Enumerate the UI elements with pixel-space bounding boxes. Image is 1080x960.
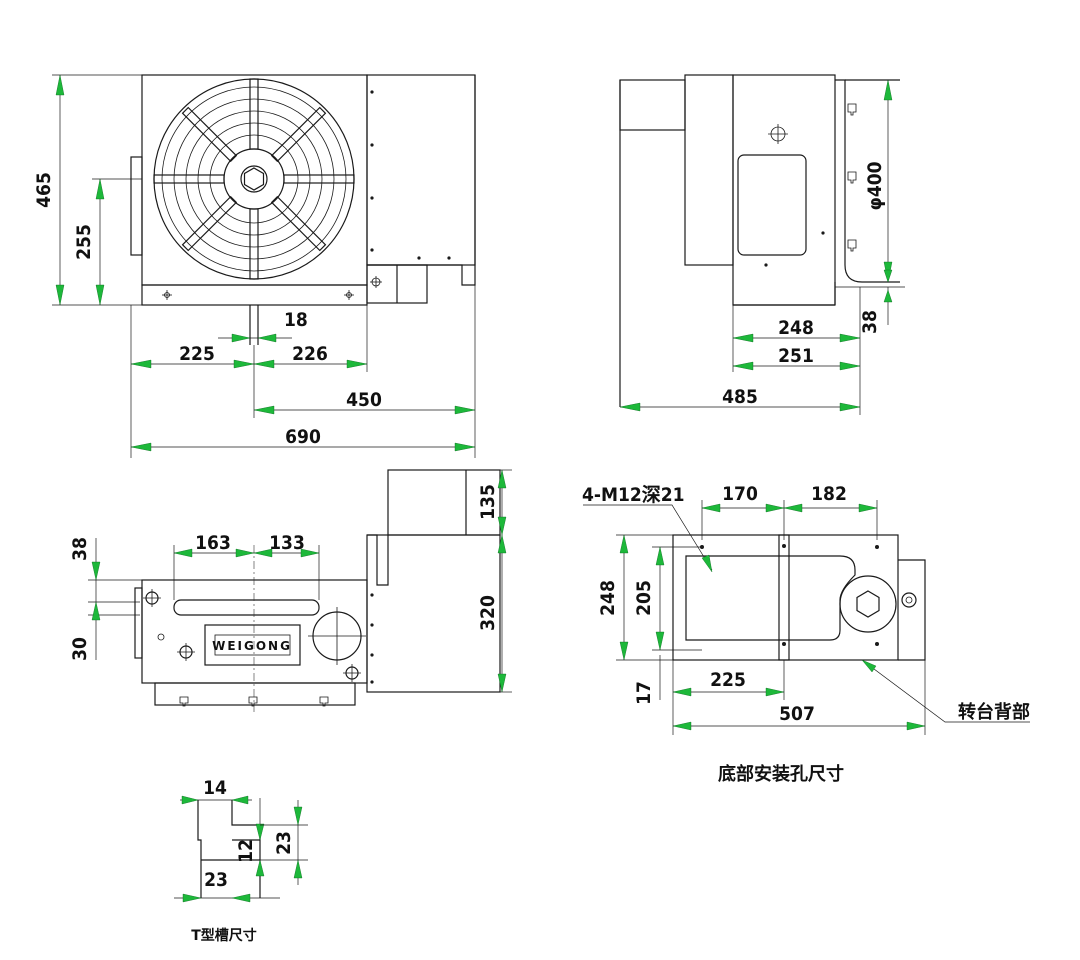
top-base — [154, 682, 356, 706]
side-tslot-marks — [847, 103, 857, 252]
dim-12: 12 — [235, 839, 257, 863]
faceplate-ring — [173, 98, 335, 260]
side-main-body — [732, 74, 836, 306]
top-body — [141, 579, 368, 684]
bottom-view: 4-M12深21 170 182 248 205 17 225 507 — [582, 483, 1030, 785]
dim-135: 135 — [477, 484, 499, 520]
dim-38-top: 38 — [69, 537, 91, 561]
dim-251: 251 — [778, 345, 814, 367]
front-view: 465 255 18 225 226 450 690 — [33, 74, 476, 458]
faceplate-t-slots — [153, 78, 355, 280]
dim-30-top: 30 — [69, 637, 91, 661]
nameplate-text: WEIGONG — [212, 639, 292, 653]
bottom-handwheel — [839, 575, 897, 633]
top-motor — [387, 469, 501, 536]
dim-507: 507 — [779, 703, 815, 725]
dim-38-side: 38 — [859, 310, 881, 334]
top-view: WEIGONG 163 133 38 30 — [69, 469, 512, 712]
front-housing-step — [367, 75, 476, 286]
dim-320: 320 — [477, 595, 499, 631]
side-faceplate-profile — [835, 79, 900, 283]
faceplate-outer-circle — [153, 78, 355, 280]
front-base-plate — [141, 284, 368, 306]
nameplate — [204, 624, 301, 666]
tslot-detail: 14 12 23 23 T型槽尺寸 — [174, 777, 308, 944]
dim-255: 255 — [73, 224, 95, 260]
dim-248-bottom: 248 — [597, 580, 619, 616]
faceplate-ring — [161, 86, 347, 272]
dim-225: 225 — [179, 343, 215, 365]
front-small-holes — [370, 90, 451, 260]
front-side-housing — [366, 74, 476, 266]
hole-note: 4-M12深21 — [582, 483, 685, 506]
top-slot — [173, 599, 320, 616]
faceplate-hub — [223, 148, 285, 210]
back-label: 转台背部 — [958, 701, 1030, 723]
dim-133: 133 — [269, 532, 305, 554]
dim-450: 450 — [346, 389, 382, 411]
dim-248-side: 248 — [778, 317, 814, 339]
side-motor-top — [619, 79, 686, 131]
dim-465: 465 — [33, 172, 55, 208]
bottom-hex — [856, 590, 880, 618]
dim-23-horiz: 23 — [204, 869, 228, 891]
dim-17: 17 — [633, 681, 655, 705]
faceplate-ring — [185, 110, 323, 248]
dim-170: 170 — [722, 483, 758, 505]
top-left-flange — [134, 587, 143, 659]
dim-226: 226 — [292, 343, 328, 365]
faceplate-ring — [209, 134, 299, 224]
side-mid-housing — [684, 74, 734, 266]
dim-182: 182 — [811, 483, 847, 505]
faceplate-center-bore — [240, 165, 268, 193]
tslot-left-profile — [197, 800, 202, 898]
tslot-caption: T型槽尺寸 — [191, 927, 257, 944]
faceplate-center-hex — [243, 167, 265, 191]
dim-690: 690 — [285, 426, 321, 448]
dim-225-bottom: 225 — [710, 669, 746, 691]
dim-14: 14 — [203, 777, 227, 799]
dim-485: 485 — [722, 386, 758, 408]
dim-163: 163 — [195, 532, 231, 554]
bottom-mount-holes — [700, 544, 879, 646]
dim-phi400: φ400 — [864, 161, 886, 210]
dim-205: 205 — [633, 580, 655, 616]
dim-18: 18 — [284, 309, 308, 331]
side-view: φ400 38 248 251 485 — [619, 74, 905, 415]
front-body — [141, 74, 368, 286]
front-left-flange — [130, 156, 143, 256]
side-window — [737, 154, 807, 256]
faceplate-ring — [197, 122, 311, 236]
bottom-plate — [672, 534, 899, 661]
dim-23-vert: 23 — [273, 831, 295, 855]
bottom-caption: 底部安装孔尺寸 — [718, 763, 844, 785]
